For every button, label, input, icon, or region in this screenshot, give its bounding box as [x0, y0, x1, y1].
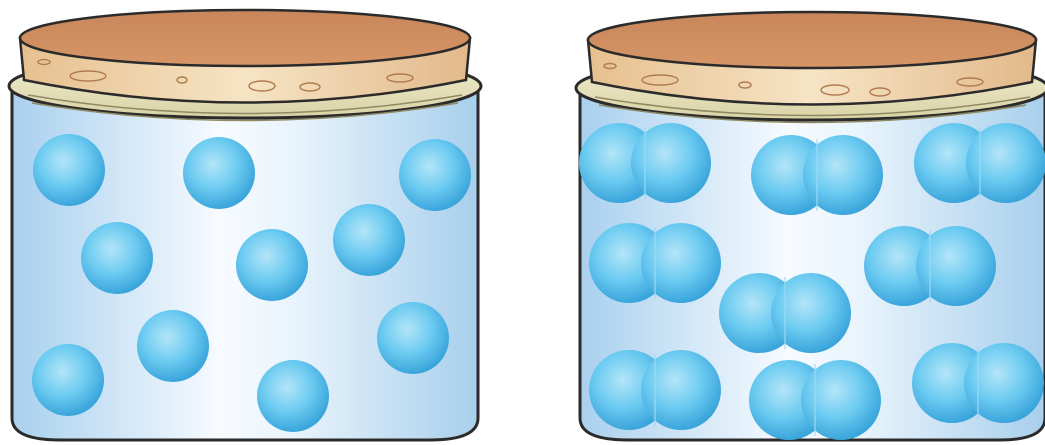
diatomic-particle [579, 123, 711, 203]
diatomic-atom [966, 123, 1045, 203]
diatomic-atom [631, 123, 711, 203]
diatomic-atom [641, 223, 721, 303]
atom-particle [399, 139, 471, 211]
atom-particle [137, 310, 209, 382]
diatomic-particle [589, 350, 721, 430]
diatomic-particle [719, 273, 851, 353]
right-jar [576, 12, 1045, 440]
diatomic-particle [914, 123, 1045, 203]
atom-particle [33, 134, 105, 206]
atom-particle [257, 360, 329, 432]
diatomic-atom [803, 135, 883, 215]
atom-particle [377, 302, 449, 374]
atom-particle [236, 229, 308, 301]
left-jar [9, 10, 481, 440]
atom-particle [81, 222, 153, 294]
diatomic-particle [912, 343, 1044, 423]
left-lid-top [20, 10, 470, 66]
diatomic-particle [864, 226, 996, 306]
diatomic-particle [751, 135, 883, 215]
atom-particle [333, 204, 405, 276]
atom-particle [32, 344, 104, 416]
diatomic-atom [801, 360, 881, 440]
atom-particle [183, 137, 255, 209]
diatomic-particle [589, 223, 721, 303]
diatomic-atom [916, 226, 996, 306]
diatomic-atom [771, 273, 851, 353]
diatomic-atom [641, 350, 721, 430]
right-particles [579, 123, 1045, 440]
diatomic-particle [749, 360, 881, 440]
diatomic-atom [964, 343, 1044, 423]
right-lid-top [588, 12, 1036, 68]
